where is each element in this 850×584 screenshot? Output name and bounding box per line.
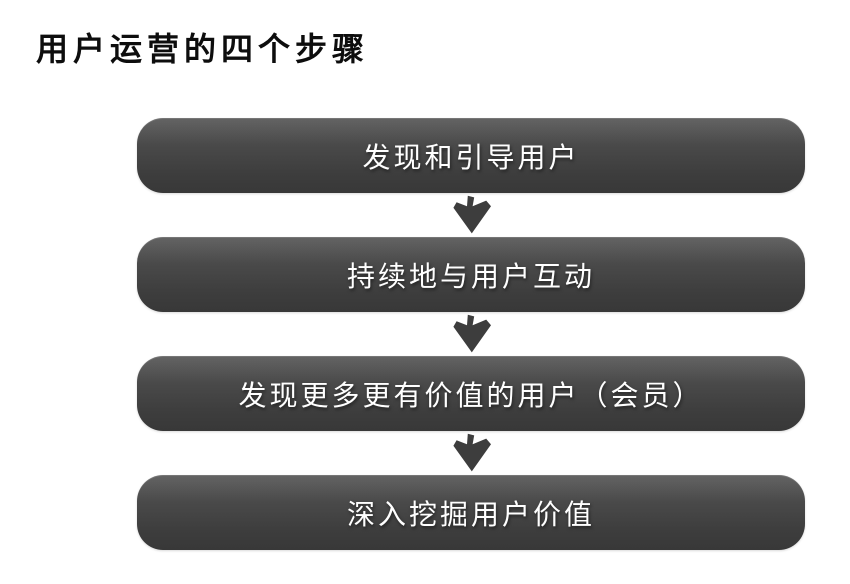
flow-step-label: 发现和引导用户 (362, 141, 580, 173)
arrow-slot (447, 193, 495, 237)
down-arrow-icon (453, 195, 491, 234)
arrow-slot (447, 312, 495, 356)
down-arrow-icon (453, 314, 491, 353)
flow-step-4: 深入挖掘用户价值 (137, 475, 805, 550)
page-title: 用户运营的四个步骤 (36, 31, 370, 67)
flow-step-3: 发现更多更有价值的用户（会员） (137, 356, 805, 431)
flow-step-label: 发现更多更有价值的用户（会员） (238, 379, 704, 411)
down-arrow-icon (453, 433, 491, 472)
flow-step-label: 持续地与用户互动 (346, 260, 595, 292)
flow-step-label: 深入挖掘用户价值 (346, 498, 595, 530)
flow-diagram: 发现和引导用户 持续地与用户互动 发现更多更有价值的用户（会员） 深入挖掘用户价… (137, 118, 805, 550)
flow-step-2: 持续地与用户互动 (137, 237, 805, 312)
arrow-slot (447, 431, 495, 475)
flow-step-1: 发现和引导用户 (137, 118, 805, 193)
